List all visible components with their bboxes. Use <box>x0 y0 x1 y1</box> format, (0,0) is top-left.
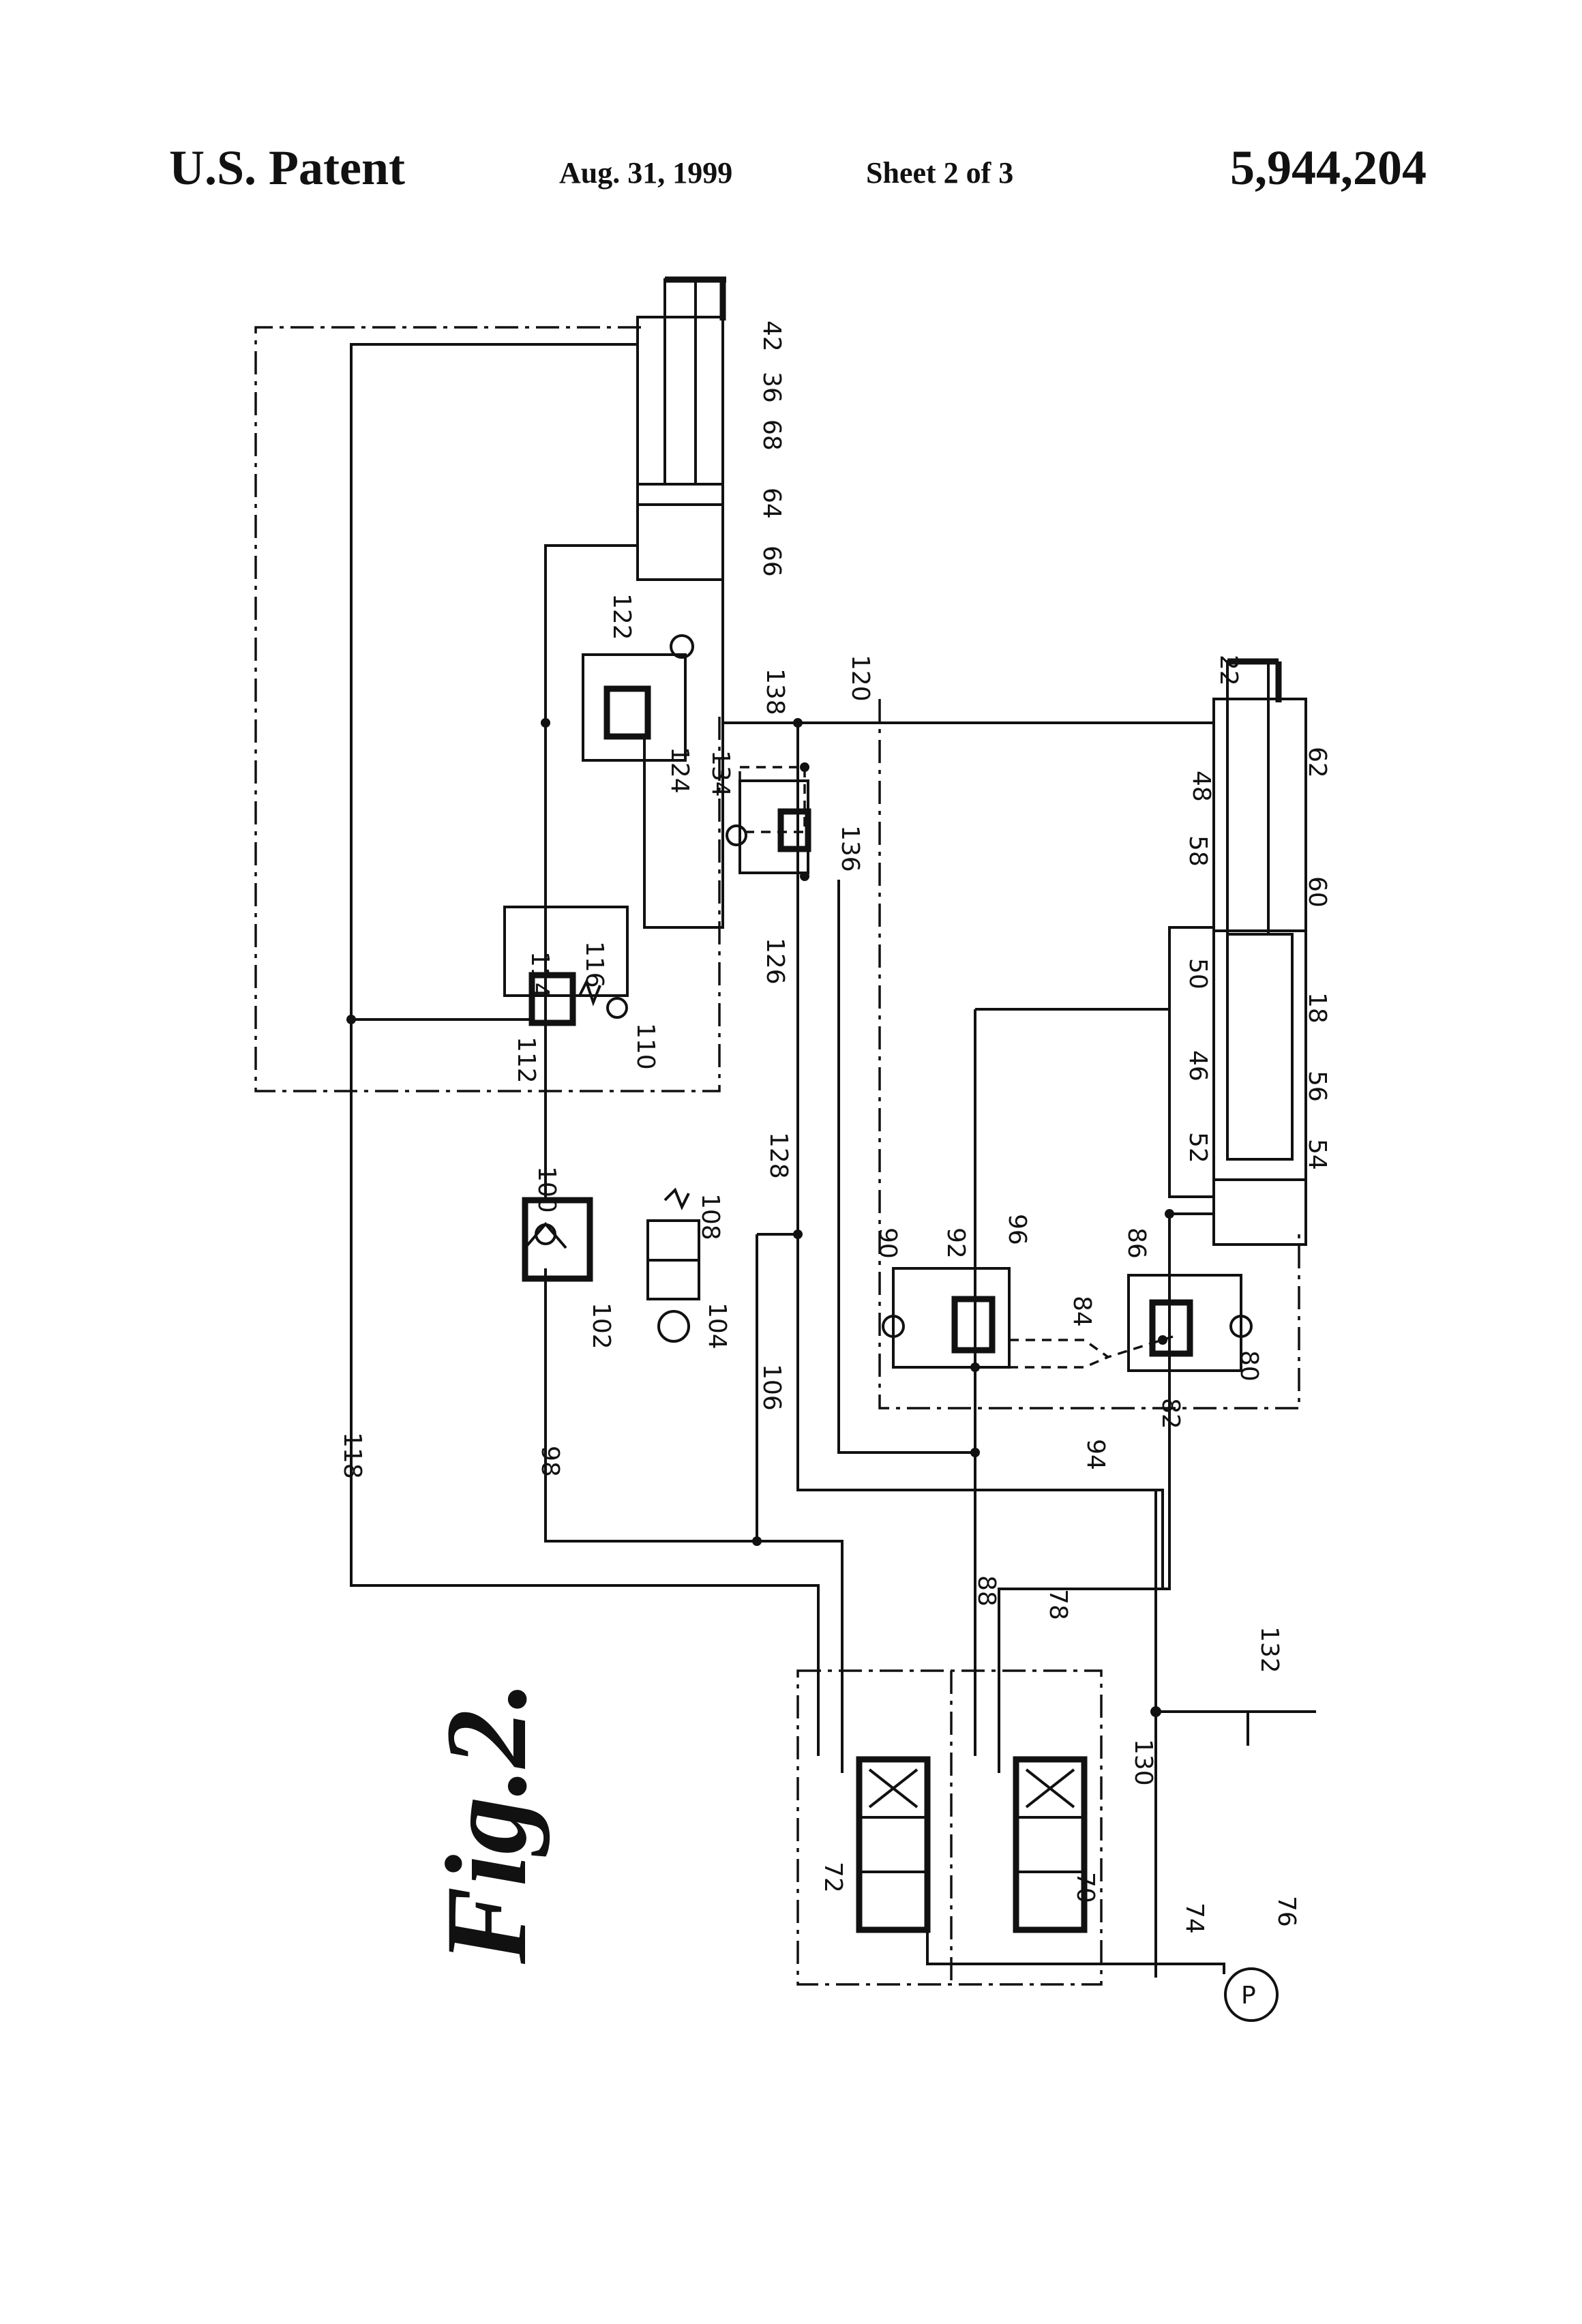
ref-104: 104 <box>703 1302 731 1350</box>
ref-18: 18 <box>1303 992 1331 1024</box>
ref-70: 70 <box>1071 1872 1099 1903</box>
ref-118: 118 <box>338 1432 366 1479</box>
ref-52: 52 <box>1184 1132 1212 1163</box>
ref-98: 98 <box>536 1446 564 1477</box>
ref-120: 120 <box>846 655 874 702</box>
rod-50 <box>1227 934 1292 1159</box>
ref-90: 90 <box>874 1227 901 1259</box>
pilot-lines <box>740 767 1173 1367</box>
ref-66: 66 <box>758 546 786 577</box>
ref-64: 64 <box>758 488 786 519</box>
ref-50: 50 <box>1184 958 1212 989</box>
ref-138: 138 <box>761 668 789 715</box>
ref-122: 122 <box>608 593 636 640</box>
ref-72: 72 <box>819 1862 847 1893</box>
ref-74: 74 <box>1180 1903 1208 1934</box>
ref-60: 60 <box>1303 876 1331 908</box>
ref-80: 80 <box>1235 1350 1263 1382</box>
check-134 <box>727 826 746 845</box>
ref-126: 126 <box>761 938 789 985</box>
ref-94: 94 <box>1081 1439 1109 1470</box>
line-118 <box>351 344 818 1756</box>
ref-124: 124 <box>666 747 693 794</box>
ref-42: 42 <box>758 321 786 352</box>
ref-106: 106 <box>758 1364 786 1411</box>
ref-56: 56 <box>1303 1071 1331 1102</box>
line-98-upper <box>546 546 638 1200</box>
check-110 <box>608 998 627 1017</box>
valve-82 <box>1152 1302 1190 1354</box>
ref-112: 112 <box>512 1037 540 1084</box>
ref-48: 48 <box>1187 771 1215 802</box>
ref-102: 102 <box>587 1302 615 1350</box>
ref-130: 130 <box>1129 1739 1157 1786</box>
valve-92 <box>955 1299 992 1350</box>
ref-134: 134 <box>706 750 734 797</box>
ref-86: 86 <box>1122 1227 1150 1259</box>
ref-92: 92 <box>942 1227 970 1259</box>
ref-36: 36 <box>758 372 786 403</box>
junction-dots <box>346 718 1174 1717</box>
ref-110: 110 <box>631 1023 659 1070</box>
ref-54: 54 <box>1303 1139 1331 1170</box>
ref-84: 84 <box>1068 1296 1096 1327</box>
pump-label: P <box>1241 1982 1256 2010</box>
valve-124 <box>607 689 648 736</box>
ref-46: 46 <box>1184 1050 1212 1082</box>
actuator-36 <box>638 280 726 580</box>
directional-valve-72 <box>859 1759 927 1930</box>
ref-96: 96 <box>1003 1214 1031 1245</box>
valves <box>505 636 1251 1930</box>
ref-100: 100 <box>533 1166 561 1213</box>
directional-valve-70 <box>1016 1759 1084 1930</box>
valve-122 <box>583 655 685 760</box>
ref-116: 116 <box>580 941 608 988</box>
figure-label: Fig.2. <box>422 1680 550 1965</box>
ref-136: 136 <box>836 825 864 872</box>
ref-114: 114 <box>526 951 554 998</box>
pilot-line-84 <box>1009 1337 1173 1357</box>
ref-82: 82 <box>1156 1398 1184 1429</box>
cylinder-36-barrel <box>638 317 723 580</box>
ref-62: 62 <box>1303 747 1331 778</box>
rod-22 <box>1227 661 1268 934</box>
ref-58: 58 <box>1184 835 1212 867</box>
ref-22: 22 <box>1214 655 1242 686</box>
rod-42 <box>665 280 696 484</box>
ref-108: 108 <box>696 1193 724 1240</box>
valve-116 <box>505 907 627 996</box>
ref-132: 132 <box>1255 1626 1283 1673</box>
ref-68: 68 <box>758 419 786 451</box>
pilot-box-138 <box>740 767 805 832</box>
ref-78: 78 <box>1044 1589 1072 1620</box>
check-ball-102 <box>536 1225 555 1244</box>
ref-128: 128 <box>764 1132 792 1179</box>
solenoid-108 <box>659 1311 689 1341</box>
pump-76: P <box>1225 1969 1277 2021</box>
line-130-feed <box>798 1234 1163 1589</box>
ref-76: 76 <box>1272 1896 1300 1927</box>
ref-88: 88 <box>972 1575 1000 1607</box>
